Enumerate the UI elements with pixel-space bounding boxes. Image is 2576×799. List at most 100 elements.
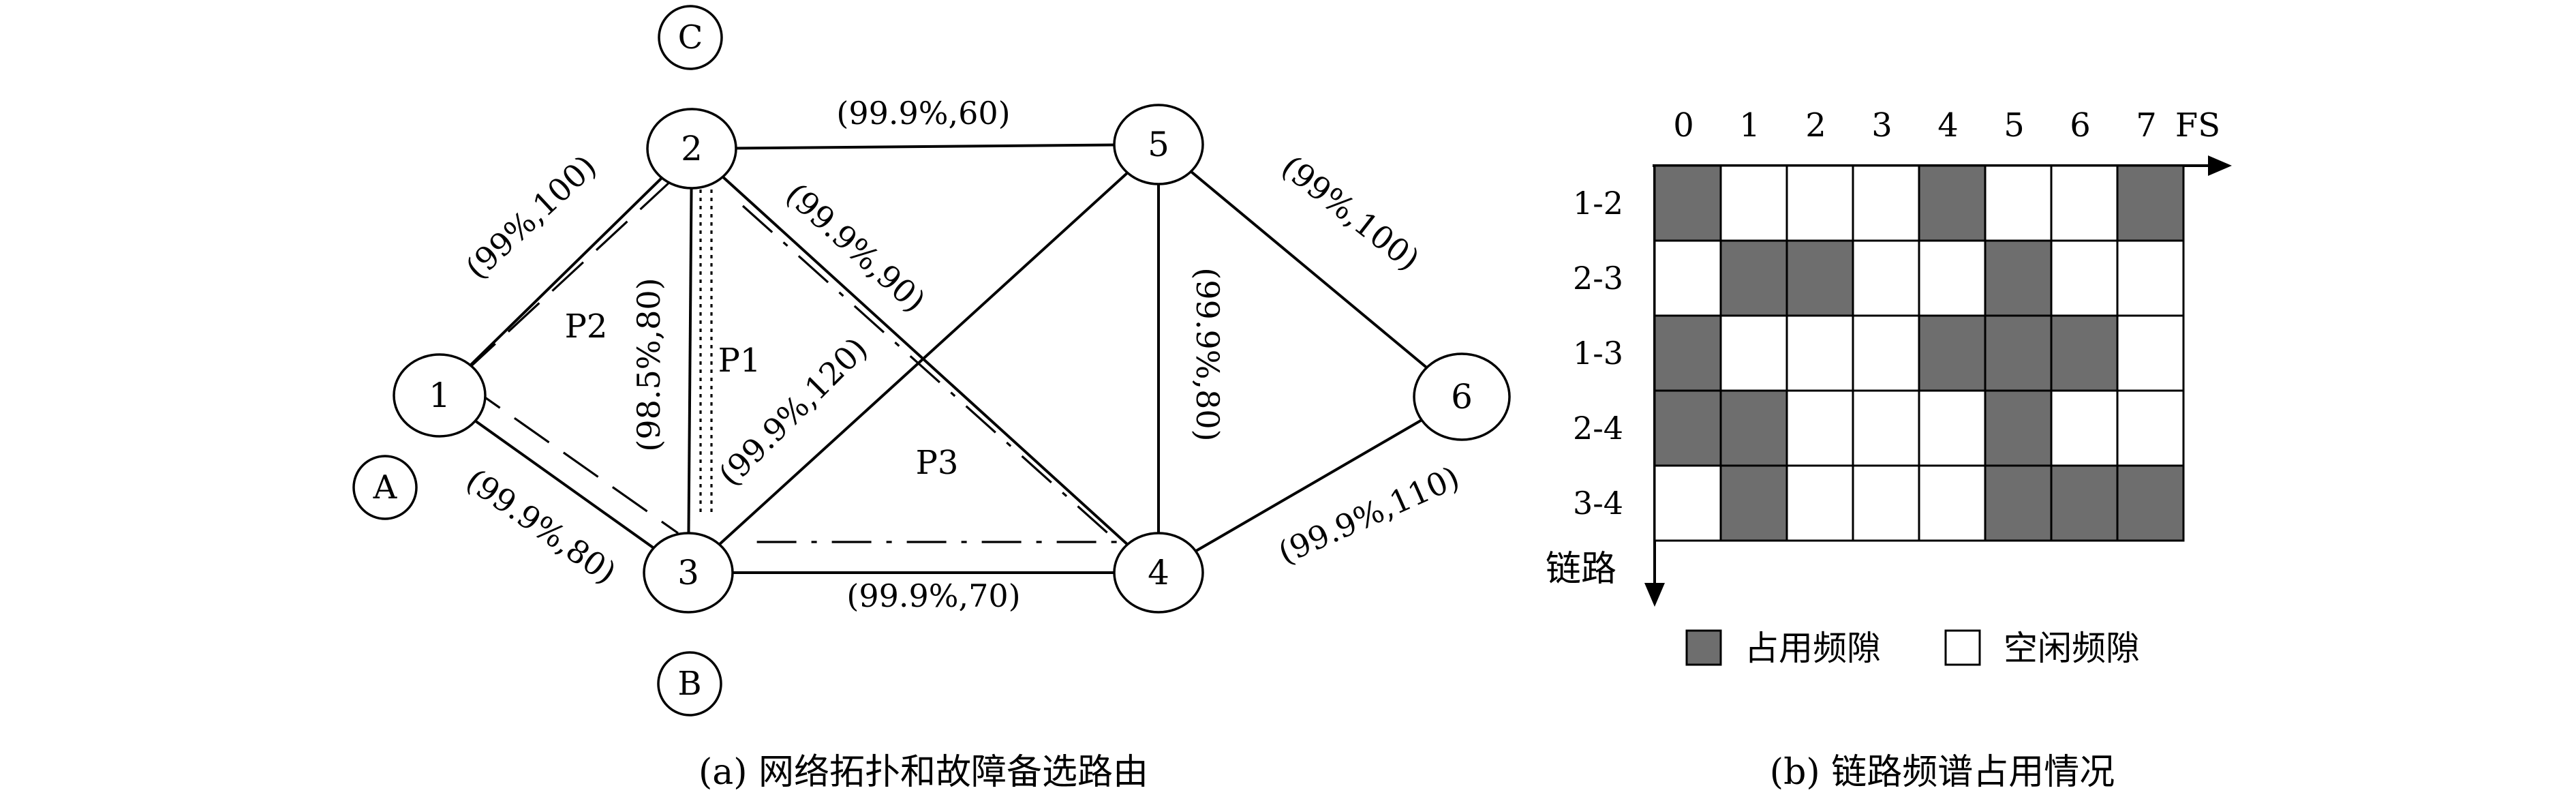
- slot-2-4-fs0-occupied: [1653, 389, 1722, 467]
- row-label-2-3: 2-3: [1573, 260, 1623, 297]
- endpoint-circle-b: [657, 651, 722, 717]
- legend-free-swatch: [1944, 629, 1981, 666]
- slot-1-3-fs5-occupied: [1984, 314, 2053, 392]
- caption-b: (b) 链路频谱占用情况: [1770, 752, 2115, 793]
- node-label-1: 1: [429, 376, 450, 415]
- slot-1-2-fs3-free: [1852, 164, 1920, 242]
- edge-label-2-5: (99.9%,60): [836, 95, 1010, 132]
- node-2: [646, 108, 737, 190]
- slot-1-2-fs6-free: [2050, 164, 2119, 242]
- slot-2-4-fs6-free: [2050, 389, 2119, 467]
- slot-3-4-fs5-occupied: [1984, 464, 2053, 542]
- slot-1-2-fs7-occupied: [2116, 164, 2185, 242]
- slot-1-3-fs2-free: [1785, 314, 1854, 392]
- edge-1-2: [438, 147, 693, 397]
- edge-4-6: [1157, 395, 1463, 574]
- node-label-5: 5: [1148, 125, 1169, 164]
- edge-2-5: [691, 143, 1159, 150]
- slot-2-4-fs1-occupied: [1719, 389, 1788, 467]
- link-axis-arrow: [1644, 583, 1665, 607]
- row-label-1-3: 1-3: [1573, 335, 1623, 372]
- path-label-p2: P2: [565, 307, 608, 346]
- fs-axis-arrow: [2208, 155, 2232, 176]
- path-p3-line: [741, 205, 1121, 543]
- column-label-3: 3: [1871, 106, 1892, 145]
- network-nodes: 1 2 3 4 5 6: [393, 104, 1511, 614]
- legend-occupied-label: 占用频隙: [1745, 629, 1881, 668]
- slot-2-3-fs2-occupied: [1785, 239, 1854, 317]
- slot-3-4-fs3-free: [1852, 464, 1920, 542]
- edge-5-6: [1157, 143, 1463, 398]
- fs-axis-label: FS: [2175, 106, 2220, 145]
- slot-3-4-fs6-occupied: [2050, 464, 2119, 542]
- legend-occupied-swatch: [1685, 629, 1722, 666]
- column-label-2: 2: [1805, 106, 1826, 145]
- slot-3-4-fs4-free: [1918, 464, 1987, 542]
- edge-1-3: [438, 394, 690, 574]
- endpoint-labels: A B C: [352, 5, 723, 717]
- slot-2-4-fs3-free: [1852, 389, 1920, 467]
- slot-2-3-fs0-free: [1653, 239, 1722, 317]
- backup-paths: [456, 179, 1121, 543]
- column-label-1: 1: [1739, 106, 1760, 145]
- node-label-6: 6: [1451, 377, 1473, 417]
- endpoint-label-b: B: [677, 665, 701, 703]
- column-label-5: 5: [2004, 106, 2025, 145]
- column-label-7: 7: [2136, 106, 2157, 145]
- endpoint-circle-c: [658, 5, 723, 70]
- slot-3-4-fs1-occupied: [1719, 464, 1788, 542]
- caption-a: (a) 网络拓扑和故障备选路由: [699, 752, 1148, 793]
- node-4: [1113, 532, 1204, 614]
- edge-label-2-3: (98.5%,80): [630, 277, 667, 451]
- slot-2-3-fs5-occupied: [1984, 239, 2053, 317]
- path-label-p3: P3: [916, 444, 959, 482]
- path-p2-line: [456, 179, 679, 534]
- edge-2-3: [687, 148, 693, 573]
- node-label-3: 3: [677, 553, 699, 592]
- edge-label-1-3: (99.9%,80): [459, 462, 623, 592]
- slot-2-4-fs4-free: [1918, 389, 1987, 467]
- row-label-1-2: 1-2: [1573, 185, 1623, 222]
- slot-3-4-fs0-free: [1653, 464, 1722, 542]
- node-5: [1113, 104, 1204, 185]
- endpoint-label-c: C: [678, 18, 703, 57]
- slot-3-4-fs2-free: [1785, 464, 1854, 542]
- edge-2-4: [690, 147, 1160, 574]
- slot-1-3-fs1-free: [1719, 314, 1788, 392]
- node-6: [1413, 352, 1511, 441]
- slot-1-2-fs1-free: [1719, 164, 1788, 242]
- slot-2-3-fs3-free: [1852, 239, 1920, 317]
- slot-1-2-fs0-occupied: [1653, 164, 1722, 242]
- row-label-3-4: 3-4: [1573, 485, 1623, 522]
- edge-label-5-4: (99.9%,80): [1189, 267, 1226, 441]
- node-3: [643, 532, 734, 614]
- slot-3-4-fs7-occupied: [2116, 464, 2185, 542]
- slot-1-2-fs5-free: [1984, 164, 2053, 242]
- legend: 占用频隙 空闲频隙: [1685, 629, 2140, 668]
- slot-1-2-fs4-occupied: [1918, 164, 1987, 242]
- slot-1-2-fs2-free: [1785, 164, 1854, 242]
- slot-2-4-fs2-free: [1785, 389, 1854, 467]
- slot-1-3-fs7-free: [2116, 314, 2185, 392]
- slot-2-4-fs7-free: [2116, 389, 2185, 467]
- endpoint-circle-a: [352, 455, 418, 520]
- row-labels: 1-2 2-3 1-3 2-4 3-4: [1573, 185, 1623, 522]
- slot-2-3-fs7-free: [2116, 239, 2185, 317]
- slot-1-3-fs0-occupied: [1653, 314, 1722, 392]
- node-label-2: 2: [681, 129, 703, 168]
- legend-free-label: 空闲频隙: [2004, 629, 2140, 668]
- row-label-2-4: 2-4: [1573, 410, 1623, 447]
- slot-1-3-fs3-free: [1852, 314, 1920, 392]
- column-label-4: 4: [1937, 106, 1959, 145]
- edge-label-4-6: (99.9%,110): [1273, 459, 1465, 571]
- node-1: [393, 353, 487, 438]
- slot-1-3-fs4-occupied: [1918, 314, 1987, 392]
- node-label-4: 4: [1148, 553, 1169, 592]
- spectrum-grid: [1653, 164, 2185, 542]
- endpoint-label-a: A: [373, 468, 398, 507]
- column-label-0: 0: [1673, 106, 1694, 145]
- edge-3-5: [687, 143, 1160, 574]
